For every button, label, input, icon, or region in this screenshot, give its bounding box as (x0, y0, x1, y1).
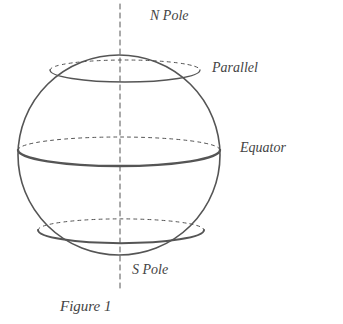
globe-label: S Pole (132, 262, 168, 277)
sphere-outline (18, 55, 220, 255)
figure-caption: Figure 1 (60, 298, 112, 315)
parallel-back (50, 60, 200, 70)
polar-axis (120, 4, 121, 290)
equator-back (18, 137, 220, 150)
globe-label: Equator (240, 140, 286, 155)
parallel-front (50, 70, 200, 82)
globe-label: N Pole (150, 8, 189, 23)
globe-label: Parallel (212, 60, 258, 75)
equator-front (18, 150, 220, 166)
lower-parallel-front (38, 230, 204, 243)
lower-parallel-back (38, 219, 204, 230)
